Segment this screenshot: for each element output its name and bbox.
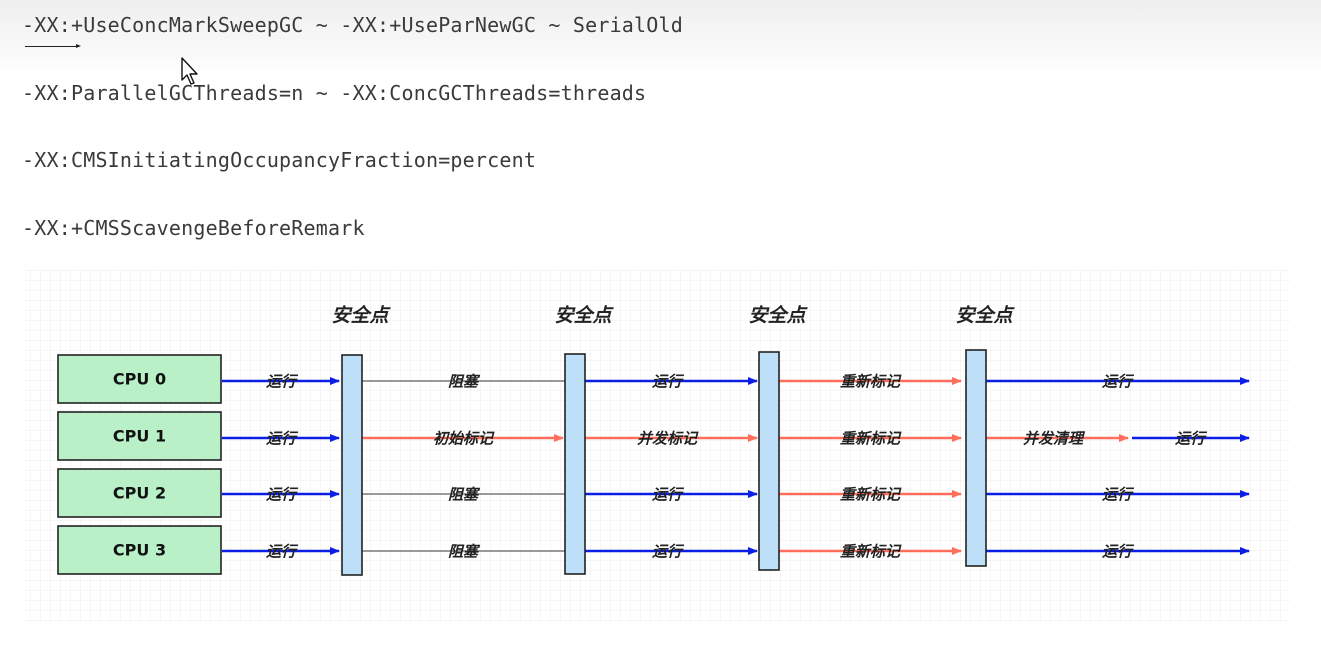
cpu-label-0: CPU 0 <box>113 370 166 389</box>
mark-label-12: 重新标记 <box>840 373 902 391</box>
run-label-0: 运行 <box>266 373 299 391</box>
run-label-2: 运行 <box>266 486 299 504</box>
run-label-11: 运行 <box>652 543 685 561</box>
safepoint-label-2: 安全点 <box>748 305 808 327</box>
run-label-19: 运行 <box>1102 486 1135 504</box>
mark-label-15: 重新标记 <box>840 543 902 561</box>
mark-label-14: 重新标记 <box>840 486 902 504</box>
run-label-16: 运行 <box>1102 373 1135 391</box>
run-label-8: 运行 <box>652 373 685 391</box>
command-line-3: -XX:CMSInitiatingOccupancyFraction=perce… <box>22 148 537 172</box>
safepoint-label-1: 安全点 <box>554 305 614 327</box>
cpu-label-2: CPU 2 <box>113 484 166 503</box>
mouse-pointer-icon <box>181 57 198 85</box>
mark-label-5: 初始标记 <box>433 430 495 448</box>
mark-label-17: 并发清理 <box>1023 430 1086 448</box>
safepoint-bar-3 <box>965 349 987 567</box>
mark-label-13: 重新标记 <box>840 430 902 448</box>
command-line-1: -XX:+UseConcMarkSweepGC ~ -XX:+UseParNew… <box>22 13 684 37</box>
cpu-label-1: CPU 1 <box>113 427 166 446</box>
safepoint-label-3: 安全点 <box>955 305 1015 327</box>
command-line-2: -XX:ParallelGCThreads=n ~ -XX:ConcGCThre… <box>22 81 647 105</box>
top-fade <box>0 0 1321 75</box>
command-line-4: -XX:+CMSScavengeBeforeRemark <box>22 216 365 240</box>
cpu-label-3: CPU 3 <box>113 541 166 560</box>
safepoint-bar-0 <box>341 354 363 576</box>
run-label-20: 运行 <box>1102 543 1135 561</box>
safepoint-bar-1 <box>564 353 586 575</box>
run-label-3: 运行 <box>266 543 299 561</box>
blocked-label-6: 阻塞 <box>448 486 481 504</box>
blocked-label-7: 阻塞 <box>448 543 481 561</box>
cpu-box-0 <box>57 354 222 404</box>
cpu-box-1 <box>57 411 222 461</box>
safepoint-bar-2 <box>758 351 780 571</box>
mark-label-9: 并发标记 <box>637 430 699 448</box>
run-label-1: 运行 <box>266 430 299 448</box>
underline-arrow-icon <box>25 43 81 48</box>
safepoint-label-0: 安全点 <box>331 305 391 327</box>
blocked-label-4: 阻塞 <box>448 373 481 391</box>
run-label-10: 运行 <box>652 486 685 504</box>
cms-gc-diagram: 安全点安全点安全点安全点 CPU 0CPU 1CPU 2CPU 3 运行运行运行… <box>25 270 1290 622</box>
diagram-grid <box>25 270 1290 622</box>
run-label-18: 运行 <box>1175 430 1208 448</box>
cpu-box-2 <box>57 468 222 518</box>
cpu-box-3 <box>57 525 222 575</box>
